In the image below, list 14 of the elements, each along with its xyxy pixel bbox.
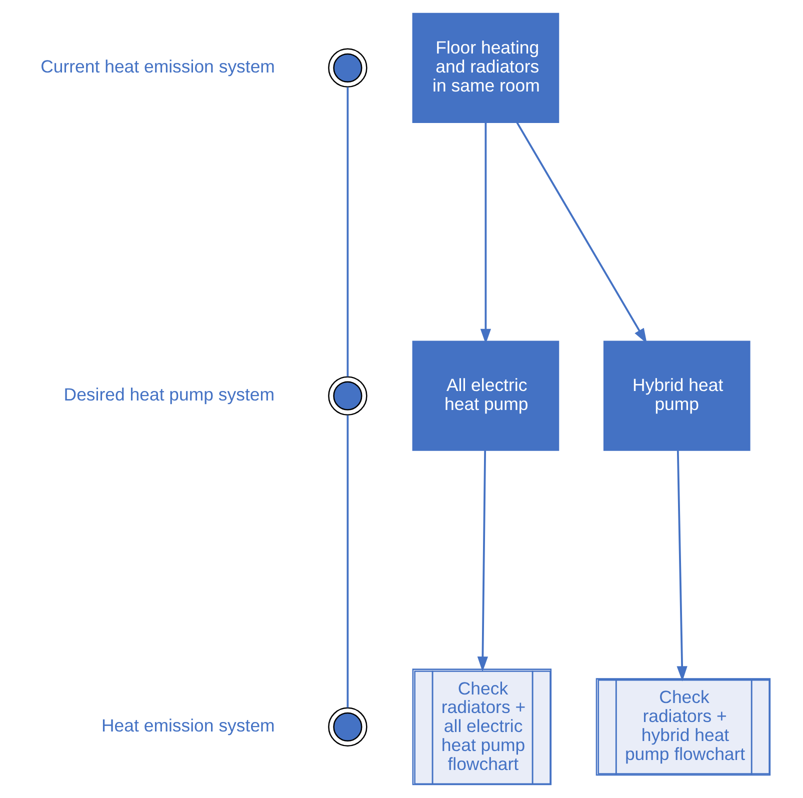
node-circle — [328, 376, 368, 416]
node-box: Floor heating and radiators in same room — [412, 12, 560, 123]
node-circle — [328, 707, 368, 747]
arrow — [516, 122, 647, 344]
node-box: Hybrid heat pump — [603, 340, 750, 451]
connector — [346, 415, 349, 708]
connector — [346, 87, 349, 377]
node-circle — [328, 48, 368, 88]
node-label: Heat emission system — [102, 716, 275, 736]
arrow — [676, 450, 688, 682]
node-label: Current heat emission system — [40, 56, 275, 77]
arrow — [477, 450, 488, 672]
node-label: Desired heat pump system — [64, 384, 275, 405]
node-box: All electric heat pump — [412, 340, 560, 451]
